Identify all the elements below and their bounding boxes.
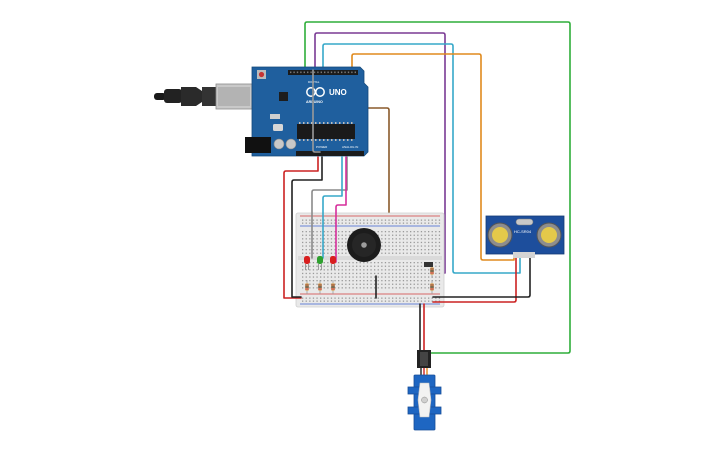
resistor-2[interactable] <box>318 280 322 294</box>
arduino-uno-board[interactable]: UNO ARDUINO DIGITAL POWER ANALOG IN <box>245 66 369 157</box>
digital-header <box>288 70 358 75</box>
wire-black-sensor-gnd[interactable] <box>432 257 531 298</box>
wire-pin-gray[interactable] <box>312 69 321 153</box>
wire-green-servo-signal[interactable] <box>304 21 571 354</box>
resistor-4[interactable] <box>430 280 434 294</box>
wires-short <box>283 69 348 299</box>
wire-purple[interactable] <box>314 32 446 274</box>
arduino-logo-icon <box>306 87 325 97</box>
power-analog-header <box>296 151 364 156</box>
power-header-label: POWER <box>316 145 328 149</box>
switch[interactable] <box>424 262 433 267</box>
wire-red-sensor-vcc[interactable] <box>432 257 517 303</box>
wire-orange-trig[interactable] <box>351 53 515 261</box>
wire-cyan-led[interactable] <box>322 156 343 259</box>
resistor-3[interactable] <box>331 280 335 294</box>
atmega-chip <box>297 124 355 139</box>
resistor-1[interactable] <box>305 280 309 294</box>
brand-label: ARDUINO <box>306 100 323 104</box>
led-2[interactable] <box>317 256 323 270</box>
power-jack <box>245 137 271 153</box>
usb-cable <box>154 83 253 110</box>
wire-magenta-led[interactable] <box>335 156 347 263</box>
wire-red-5v[interactable] <box>283 156 319 299</box>
crystal <box>515 218 534 226</box>
model-label: UNO <box>329 88 347 97</box>
wires-right <box>375 257 531 351</box>
analog-header-label: ANALOG IN <box>342 145 358 149</box>
wire-gray[interactable] <box>311 156 348 259</box>
resistor-group <box>305 264 434 294</box>
led-group <box>304 256 336 270</box>
wire-black-gnd[interactable] <box>291 156 323 298</box>
piezo-buzzer[interactable] <box>347 228 381 262</box>
ultrasonic-sensor[interactable]: HC-SR04 <box>485 215 565 258</box>
sensor-pins <box>513 252 535 258</box>
led-1[interactable] <box>304 256 310 270</box>
digital-header-label: DIGITAL <box>308 80 320 84</box>
sensor-model-label: HC-SR04 <box>514 229 532 234</box>
wire-cyan-echo[interactable] <box>322 43 521 274</box>
servo-motor[interactable] <box>407 350 442 431</box>
led-3[interactable] <box>330 256 336 270</box>
